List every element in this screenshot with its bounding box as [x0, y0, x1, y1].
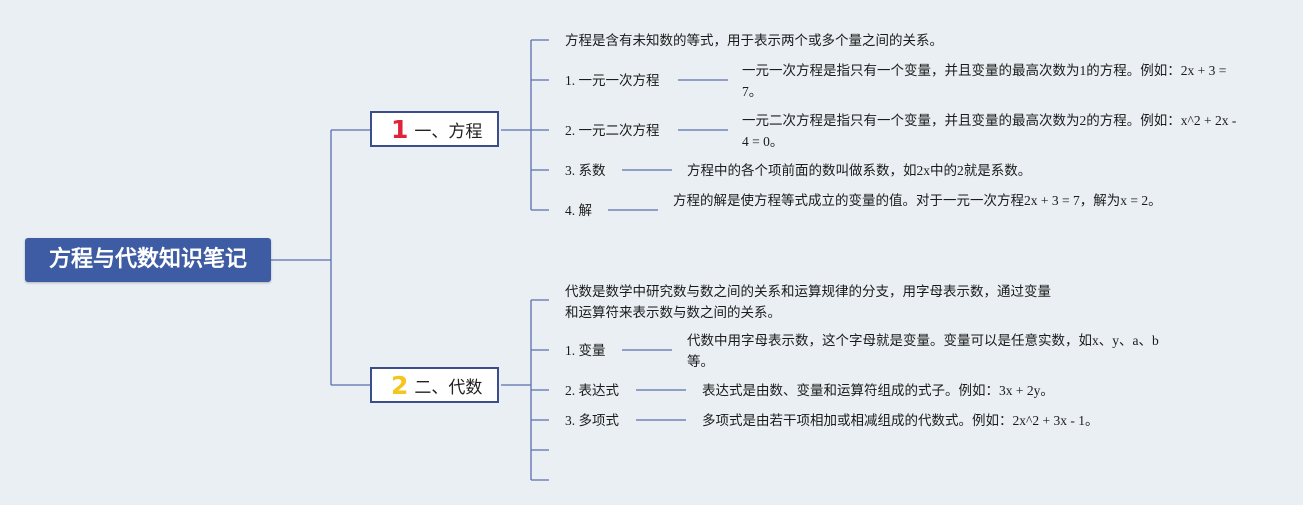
equation-intro-text: 方程是含有未知数的等式，用于表示两个或多个量之间的关系。	[565, 33, 943, 48]
item-label-linear-equation[interactable]: 1. 一元一次方程	[565, 73, 660, 88]
item-text-coefficient: 方程中的各个项前面的数叫做系数，如2x中的2就是系数。	[687, 163, 1032, 178]
item-label-quadratic-equation[interactable]: 2. 一元二次方程	[565, 123, 660, 138]
item-label-polynomial[interactable]: 3. 多项式	[565, 413, 619, 428]
item-label-coefficient[interactable]: 3. 系数	[565, 163, 606, 178]
item-text-polynomial: 多项式是由若干项相加或相减组成的代数式。例如：2x^2 + 3x - 1。	[702, 413, 1099, 428]
item-text-linear-equation: 一元一次方程是指只有一个变量，并且变量的最高次数为1的方程。例如：2x + 3 …	[742, 63, 1227, 99]
branch-equations[interactable]: 1 一、方程	[370, 111, 499, 147]
item-text-quadratic-equation: 一元二次方程是指只有一个变量，并且变量的最高次数为2的方程。例如：x^2 + 2…	[742, 113, 1237, 149]
item-label-solution[interactable]: 4. 解	[565, 203, 592, 218]
item-label-variable[interactable]: 1. 变量	[565, 343, 606, 358]
item-text-expression: 表达式是由数、变量和运算符组成的式子。例如：3x + 2y。	[702, 383, 1054, 398]
item-text-variable: 代数中用字母表示数，这个字母就是变量。变量可以是任意实数，如x、y、a、b等。	[687, 333, 1159, 369]
branch-label: 一、方程	[414, 121, 483, 142]
root-topic[interactable]: 方程与代数知识笔记	[25, 238, 271, 282]
branch-algebra[interactable]: 2 二、代数	[370, 367, 499, 403]
item-text-solution: 方程的解是使方程等式成立的变量的值。对于一元一次方程2x + 3 = 7，解为x…	[673, 193, 1162, 208]
number-one-icon: 1	[391, 114, 409, 144]
item-label-expression[interactable]: 2. 表达式	[565, 383, 619, 398]
algebra-intro-text: 代数是数学中研究数与数之间的关系和运算规律的分支，用字母表示数，通过变量和运算符…	[565, 284, 1051, 320]
branch-label: 二、代数	[414, 377, 483, 398]
number-two-icon: 2	[391, 370, 409, 400]
